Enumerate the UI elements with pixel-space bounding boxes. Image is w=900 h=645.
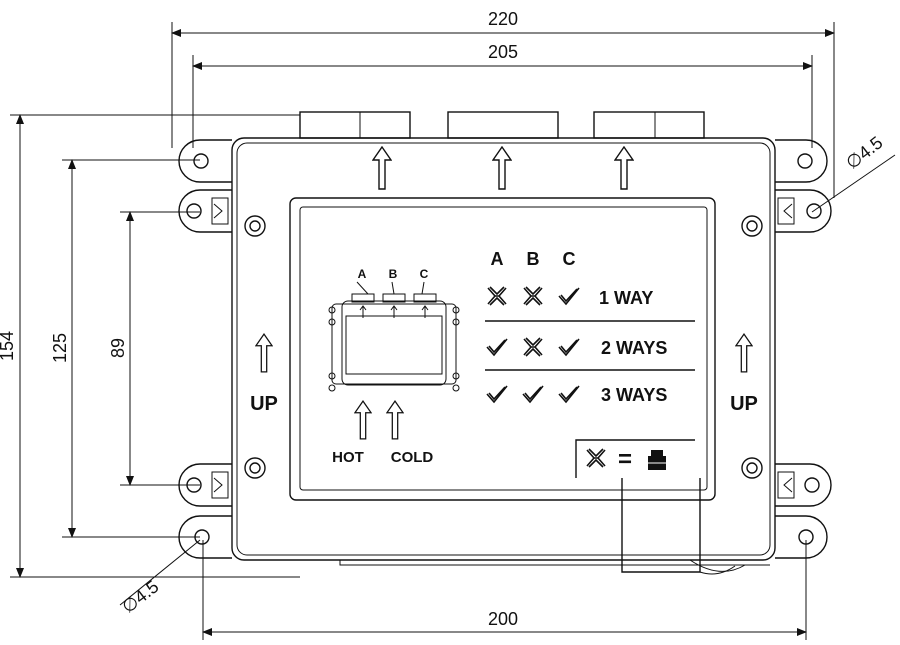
mini-box-diagram [328,281,460,440]
label-tab [621,478,701,573]
dim-mid-height: 125 [50,333,70,363]
housing-body [231,137,776,561]
dim-hole-top: ∅4.5 [842,132,886,173]
arrow-up-icon [735,333,753,373]
arrow-up-icon [372,146,392,190]
valve-label-b: B [389,267,398,281]
cross-mark-icon [487,286,507,306]
top-outlets [299,111,705,139]
arrow-up-icon [386,400,404,440]
check-mark-icon [558,385,580,403]
dim-hole-bottom: ∅4.5 [118,576,162,617]
one-way-label: 1 WAY [599,288,653,308]
up-label-left: UP [250,393,278,415]
plug-cap-icon [648,450,666,470]
arrow-up-icon [255,333,273,373]
hot-label: HOT [332,449,364,466]
arrow-up-icon [492,146,512,190]
cross-mark-icon [586,448,606,468]
dim-inner-height: 89 [108,338,128,358]
valve-label-c: C [420,267,429,281]
valve-label-a: A [358,267,367,281]
check-mark-icon [486,385,508,403]
three-ways-label: 3 WAYS [601,385,667,405]
check-mark-icon [522,385,544,403]
cold-label: COLD [391,449,434,466]
corner-screws [244,215,763,479]
dim-overall-height: 154 [0,331,17,361]
cross-mark-icon [523,337,543,357]
mount-hole-icon [193,153,209,169]
column-header-b: B [527,249,540,269]
dim-inner-width: 205 [488,42,518,62]
two-ways-label: 2 WAYS [601,338,667,358]
up-label-right: UP [730,393,758,415]
column-header-c: C [563,249,576,269]
dimension-lines [10,22,896,640]
legend-equals: = [618,446,632,473]
instruction-panel [289,197,716,501]
column-header-a: A [491,249,504,269]
check-mark-icon [558,287,580,305]
arrow-up-icon [614,146,634,190]
dim-overall-width: 220 [488,9,518,29]
cross-mark-icon [523,286,543,306]
check-mark-icon [486,338,508,356]
mounting-ears [178,139,832,559]
check-mark-icon [558,338,580,356]
dim-bottom-width: 200 [488,609,518,629]
legend-box [575,439,695,478]
arrow-up-icon [354,400,372,440]
